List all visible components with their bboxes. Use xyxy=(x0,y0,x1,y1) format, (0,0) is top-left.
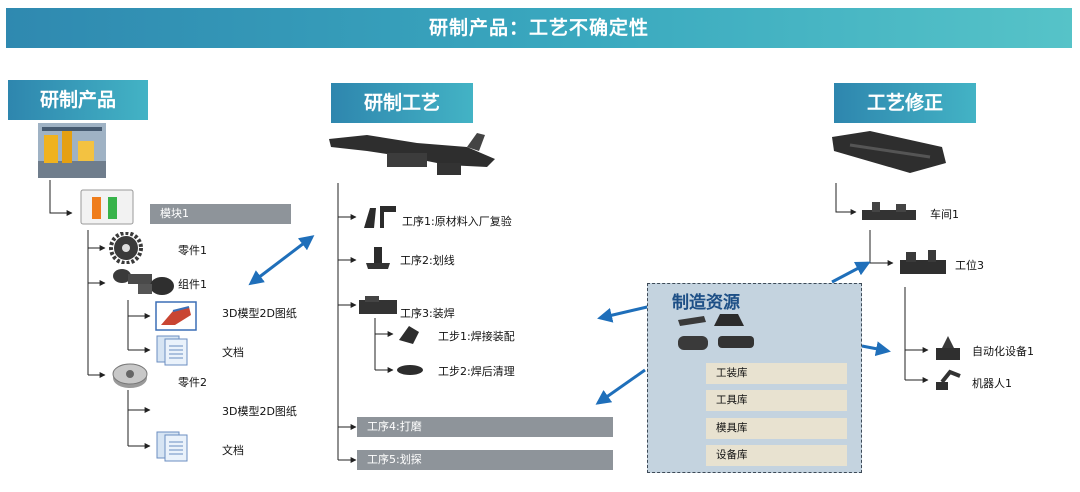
gear-part-icon xyxy=(109,232,143,264)
sub2-label: 工步2:焊后清理 xyxy=(438,365,515,378)
module-label-bar: 模块1 xyxy=(150,204,291,224)
resources-title: 制造资源 xyxy=(672,293,740,313)
sub1-label: 工步1:焊接装配 xyxy=(438,330,515,343)
page-title-banner: 研制产品：工艺不确定性 xyxy=(6,8,1072,48)
part1-label: 零件1 xyxy=(178,244,207,257)
document-icon xyxy=(156,431,188,462)
resource-to-device-arrow xyxy=(861,341,891,357)
flange-part-icon xyxy=(112,363,148,388)
resource-item-mold-library: 模具库 xyxy=(706,418,847,439)
inspection-tool-icon xyxy=(364,206,396,228)
assembly-part-icon xyxy=(113,269,174,295)
document-icon xyxy=(156,335,188,366)
automation-device-icon xyxy=(936,336,960,360)
step3-label: 工序3:装焊 xyxy=(400,307,455,320)
model2-label: 3D模型2D图纸 xyxy=(222,405,297,418)
product-process-link-arrow xyxy=(248,235,315,286)
section-title-revision: 工艺修正 xyxy=(834,83,976,123)
auto-device-label: 自动化设备1 xyxy=(972,345,1034,358)
factory-photo-image xyxy=(38,123,106,178)
robot-label: 机器人1 xyxy=(972,377,1012,390)
part2-label: 零件2 xyxy=(178,376,207,389)
resource-item-tool-library: 工具库 xyxy=(706,390,847,411)
marking-tool-icon xyxy=(366,247,390,269)
resource-item-fixture-library: 工装库 xyxy=(706,363,847,384)
station-label: 工位3 xyxy=(955,259,984,272)
doc1-label: 文档 xyxy=(222,346,244,359)
module-box-icon xyxy=(80,189,134,225)
weld-cleaning-icon xyxy=(397,365,423,375)
resource-to-station-arrow xyxy=(831,261,871,284)
workshop-label: 车间1 xyxy=(930,208,959,221)
section-title-product: 研制产品 xyxy=(8,80,148,120)
workshop-equipment-image xyxy=(832,131,946,173)
resource-tools-image xyxy=(678,314,754,350)
section-title-process: 研制工艺 xyxy=(331,83,473,123)
doc2-label: 文档 xyxy=(222,444,244,457)
resource-item-equipment-library: 设备库 xyxy=(706,445,847,466)
workshop-icon xyxy=(862,202,916,220)
welding-station-icon xyxy=(359,296,397,314)
welding-assembly-icon xyxy=(399,326,419,344)
step1-label: 工序1:原材料入厂复验 xyxy=(402,215,512,228)
station-icon xyxy=(900,250,946,274)
robot-icon xyxy=(936,369,961,390)
step2-label: 工序2:划线 xyxy=(400,254,455,267)
model1-label: 3D模型2D图纸 xyxy=(222,307,297,320)
resource-to-step4-arrow xyxy=(595,368,646,405)
3d-model-icon xyxy=(155,301,197,331)
production-line-image xyxy=(329,133,495,175)
assembly1-label: 组件1 xyxy=(178,278,207,291)
step5-bar: 工序5:划探 xyxy=(357,450,613,470)
step4-bar: 工序4:打磨 xyxy=(357,417,613,437)
